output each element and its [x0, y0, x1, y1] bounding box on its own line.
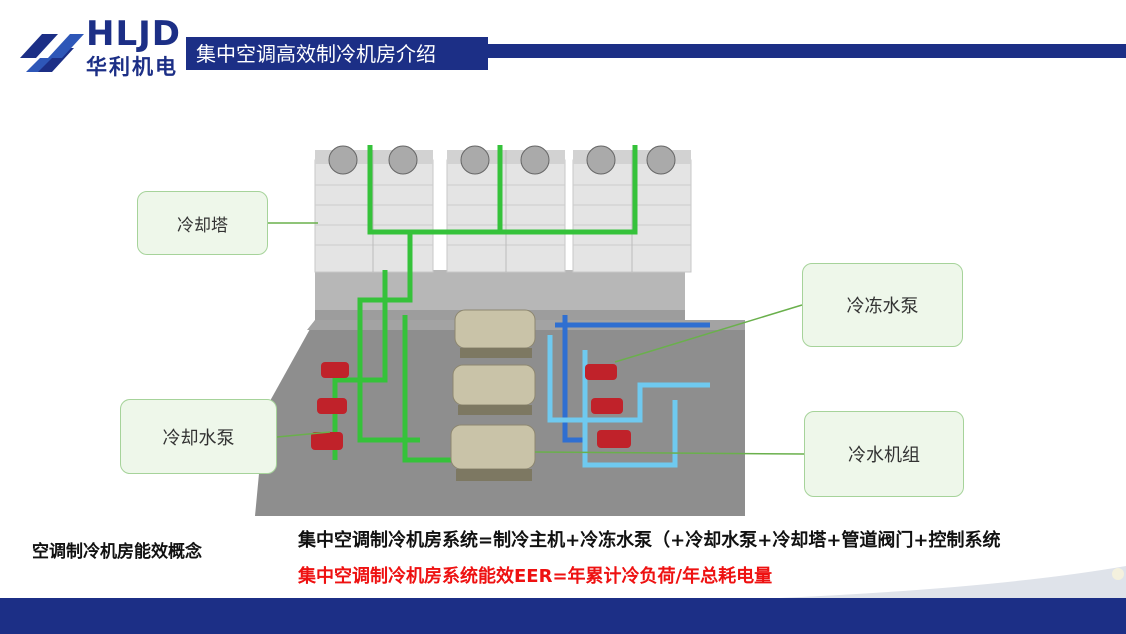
chiller-unit [450, 424, 536, 481]
callout-cooling-tower: 冷却塔 [137, 191, 268, 255]
chilled-water-pump-group [585, 364, 631, 448]
pump [585, 364, 617, 380]
cooling-tower-unit [446, 145, 566, 273]
callout-chilled-water-pump: 冷冻水泵 [802, 263, 963, 347]
cooling-tower-unit [572, 145, 692, 273]
chiller-unit [454, 309, 536, 358]
logo-mark-icon [20, 34, 84, 72]
cooling-water-pump-group [311, 362, 349, 450]
page-title: 集中空调高效制冷机房介绍 [196, 42, 436, 66]
chiller-plant-illustration [255, 145, 745, 516]
concept-label: 空调制冷机房能效概念 [32, 542, 202, 562]
logo-text-en: HLJD [86, 14, 181, 54]
pump [591, 398, 623, 414]
chiller-unit [452, 364, 536, 415]
system-formula: 集中空调制冷机房系统=制冷主机+冷冻水泵（+冷却水泵+冷却塔+管道阀门+控制系统 [298, 530, 1001, 551]
footer-band [0, 598, 1126, 634]
title-bar [186, 37, 488, 70]
pump [597, 430, 631, 448]
callout-chiller: 冷水机组 [804, 411, 964, 497]
logo-text-cn: 华利机电 [86, 55, 178, 79]
pump [321, 362, 349, 378]
eer-formula: 集中空调制冷机房系统能效EER=年累计冷负荷/年总耗电量 [298, 566, 773, 587]
hljd-logo [20, 34, 84, 72]
footer-decoration [780, 566, 1126, 598]
cooling-tower-group [314, 145, 692, 273]
header-rule [488, 44, 1126, 58]
chiller-group [450, 309, 536, 481]
cooling-tower-unit [314, 145, 434, 273]
callout-cooling-water-pump: 冷却水泵 [120, 399, 277, 474]
cooling-water-pipes [332, 145, 638, 463]
pump [317, 398, 347, 414]
pump [311, 432, 343, 450]
